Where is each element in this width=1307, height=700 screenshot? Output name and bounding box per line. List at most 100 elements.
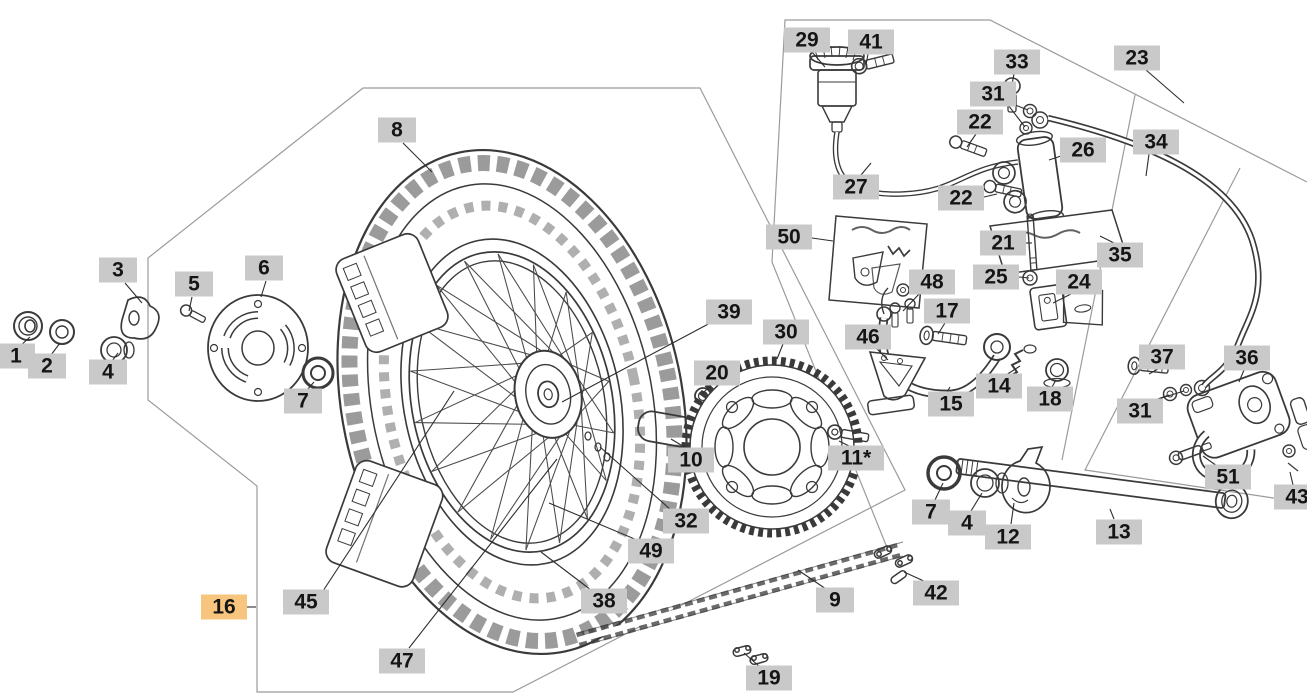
tire-knobs-outer — [307, 132, 717, 671]
part-label-6[interactable]: 6 — [245, 255, 283, 281]
rim-inner — [392, 243, 631, 561]
chain-9 — [578, 542, 903, 647]
part-label-35[interactable]: 35 — [1097, 242, 1143, 268]
chain-links-42 — [873, 545, 914, 585]
part-label-12[interactable]: 12 — [985, 524, 1031, 550]
part-label-47[interactable]: 47 — [379, 648, 425, 674]
part-label-42[interactable]: 42 — [913, 580, 959, 606]
part-label-17[interactable]: 17 — [924, 298, 970, 324]
caliper-group-outline — [1085, 168, 1307, 503]
part-label-15[interactable]: 15 — [928, 391, 974, 417]
hub — [507, 344, 590, 444]
leader-lines — [20, 52, 1293, 667]
part-label-51[interactable]: 51 — [1205, 464, 1251, 490]
mousse-segment-lower — [323, 457, 446, 590]
pad-kit-50 — [829, 216, 927, 308]
washer-2 — [50, 320, 74, 344]
part-label-19[interactable]: 19 — [746, 665, 792, 691]
wheel-group-outline — [148, 88, 905, 692]
part-label-13[interactable]: 13 — [1096, 519, 1142, 545]
rim-outer — [383, 233, 642, 572]
mousse-segment-upper — [332, 230, 451, 356]
spokes — [384, 237, 639, 567]
part-label-39[interactable]: 39 — [706, 299, 752, 325]
axle-parts — [928, 447, 1250, 520]
part-label-4[interactable]: 4 — [89, 359, 127, 385]
reservoir-29 — [810, 46, 864, 132]
chain-link-19 — [732, 645, 768, 665]
part-label-7[interactable]: 7 — [284, 388, 322, 414]
part-label-14[interactable]: 14 — [976, 373, 1022, 399]
part-label-9[interactable]: 9 — [816, 587, 854, 613]
tire-bead — [372, 218, 652, 586]
part-label-38[interactable]: 38 — [581, 588, 627, 614]
part-label-16[interactable]: 16 — [201, 594, 247, 620]
part-label-5[interactable]: 5 — [175, 271, 213, 297]
part-label-32[interactable]: 32 — [663, 508, 709, 534]
part-label-50[interactable]: 50 — [766, 224, 812, 250]
seal-7-right — [928, 457, 960, 489]
adjuster-plate-3 — [121, 297, 159, 339]
part-label-30[interactable]: 30 — [763, 319, 809, 345]
screw-22-lower — [983, 179, 1023, 199]
washers-31-right — [1164, 381, 1210, 401]
part-label-22-b[interactable]: 22 — [938, 185, 984, 211]
bolts-48 — [890, 299, 915, 327]
caliper-parts-43 — [1283, 396, 1307, 471]
brake-group-outline — [772, 20, 1307, 555]
part-label-34[interactable]: 34 — [1133, 129, 1179, 155]
part-label-3[interactable]: 3 — [99, 257, 137, 283]
part-label-11[interactable]: 11* — [828, 445, 884, 471]
reservoir-bolt-41 — [850, 50, 895, 75]
seal-7-left — [303, 358, 333, 388]
screw-5 — [179, 303, 208, 325]
rear-wheel — [293, 117, 732, 687]
hose-27 — [835, 132, 1018, 194]
part-label-2[interactable]: 2 — [28, 353, 66, 379]
part-label-36[interactable]: 36 — [1224, 345, 1270, 371]
caliper-parts — [1127, 357, 1307, 486]
bolt-18 — [1044, 359, 1070, 388]
part-label-37[interactable]: 37 — [1139, 344, 1185, 370]
bleeder-valve-51 — [1168, 439, 1213, 466]
part-label-25[interactable]: 25 — [973, 264, 1019, 290]
tire-knobs-inner — [349, 182, 674, 623]
part-label-26[interactable]: 26 — [1060, 137, 1106, 163]
left-parts — [14, 295, 333, 401]
part-label-7-b[interactable]: 7 — [912, 499, 950, 525]
part-label-21[interactable]: 21 — [980, 230, 1026, 256]
part-label-46[interactable]: 46 — [845, 324, 891, 350]
washers-31-top — [1020, 105, 1048, 135]
part-label-4-b[interactable]: 4 — [948, 510, 986, 536]
part-label-10[interactable]: 10 — [668, 447, 714, 473]
part-label-31[interactable]: 31 — [970, 81, 1016, 107]
spring-14 — [1010, 345, 1036, 376]
group-outlines — [148, 20, 1307, 692]
sprocket-bolt-11 — [827, 424, 870, 445]
part-label-18[interactable]: 18 — [1027, 386, 1073, 412]
part-label-31-b[interactable]: 31 — [1117, 398, 1163, 424]
part-label-20[interactable]: 20 — [694, 360, 740, 386]
tire-outline — [293, 117, 732, 687]
brake-disc-6 — [208, 295, 308, 401]
part-label-8[interactable]: 8 — [378, 117, 416, 143]
part-label-27[interactable]: 27 — [833, 174, 879, 200]
bolt-17 — [919, 326, 968, 350]
part-label-43[interactable]: 43 — [1274, 484, 1307, 510]
part-label-22[interactable]: 22 — [957, 109, 1003, 135]
part-label-29[interactable]: 29 — [784, 27, 830, 53]
axle-nut-1 — [14, 312, 42, 340]
chain-slider-46 — [867, 352, 925, 415]
part-label-23[interactable]: 23 — [1114, 45, 1160, 71]
part-label-45[interactable]: 45 — [283, 589, 329, 615]
part-label-24[interactable]: 24 — [1056, 269, 1102, 295]
screw-22-upper — [948, 134, 988, 158]
hydraulic-parts — [810, 46, 1258, 415]
part-label-49[interactable]: 49 — [628, 538, 674, 564]
master-cylinder-26 — [988, 129, 1064, 230]
part-label-48[interactable]: 48 — [909, 269, 955, 295]
part-label-41[interactable]: 41 — [848, 29, 894, 55]
part-label-33[interactable]: 33 — [994, 49, 1040, 75]
